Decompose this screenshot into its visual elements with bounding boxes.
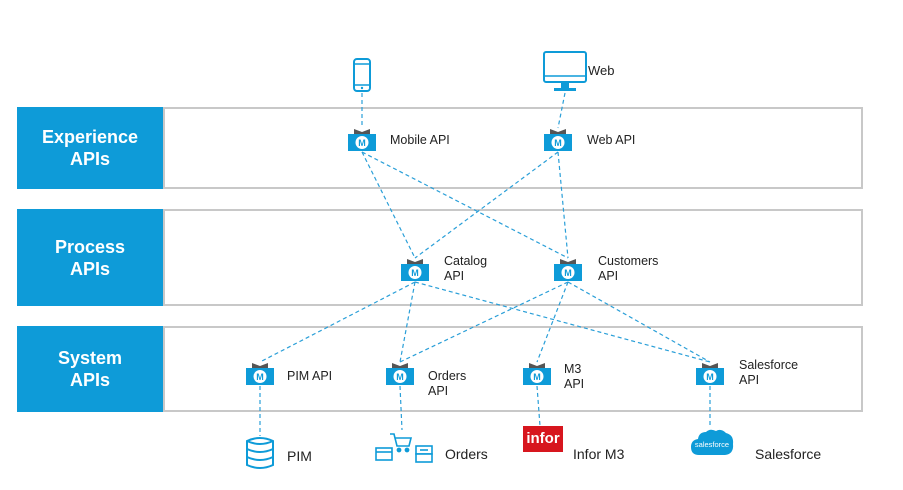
process-apis-label: Process APIs [17, 209, 163, 306]
svg-text:M: M [533, 372, 541, 382]
catalog-api-label: Catalog API [444, 254, 488, 283]
connector-web-catalog [414, 151, 559, 259]
connector-orders-system [399, 385, 403, 431]
mule-api-icon: M [401, 259, 429, 281]
desktop-monitor-icon [543, 51, 587, 91]
connector-mobile-catalog [361, 151, 416, 259]
mule-api-icon: M [386, 363, 414, 385]
salesforce-api-label: Salesforce API [739, 358, 799, 387]
web-consumer-label: Web [588, 63, 615, 78]
infor-m3-system-label: Infor M3 [573, 446, 625, 462]
svg-text:M: M [396, 372, 404, 382]
mule-api-icon: M [348, 129, 376, 151]
mule-api-icon: M [696, 363, 724, 385]
experience-layer-band [163, 107, 863, 189]
pim-api-label: PIM API [287, 369, 333, 383]
salesforce-system-label: Salesforce [755, 446, 822, 462]
connector-web-web-api [557, 92, 566, 129]
connector-catalog-orders [399, 281, 416, 363]
connector-customers-orders [399, 281, 569, 363]
m3-api-label: M3 API [564, 362, 585, 391]
mule-api-icon: M [544, 129, 572, 151]
customers-api-label: Customers API [598, 254, 659, 283]
orders-api-label: Orders API [428, 369, 467, 398]
mobile-api-label: Mobile API [390, 133, 450, 147]
svg-text:M: M [256, 372, 264, 382]
svg-text:M: M [411, 268, 419, 278]
svg-text:M: M [358, 138, 366, 148]
system-apis-label: System APIs [17, 326, 163, 412]
connector-catalog-pim [259, 281, 416, 363]
orders-system-label: Orders [445, 446, 488, 462]
system-layer-band [163, 326, 863, 412]
svg-text:M: M [554, 138, 562, 148]
smartphone-icon [353, 58, 371, 92]
mule-api-icon: M [554, 259, 582, 281]
experience-apis-label: Experience APIs [17, 107, 163, 189]
database-icon [246, 437, 274, 469]
process-layer-band [163, 209, 863, 306]
pim-system-label: PIM [287, 448, 312, 464]
infor-logo-icon: infor [523, 426, 563, 452]
connector-customers-salesforce [567, 281, 711, 363]
svg-text:M: M [706, 372, 714, 382]
web-api-label: Web API [587, 133, 636, 147]
shopping-cart-boxes-icon [375, 433, 433, 463]
salesforce-cloud-icon: salesforce [691, 429, 734, 455]
connector-customers-m3 [536, 281, 569, 363]
connector-mobile-customers [361, 151, 569, 259]
connector-catalog-salesforce [414, 281, 711, 363]
mule-api-icon: M [523, 363, 551, 385]
connector-web-customers [557, 151, 569, 259]
svg-text:salesforce: salesforce [695, 440, 729, 449]
mule-api-icon: M [246, 363, 274, 385]
connector-m3-infor [536, 385, 541, 427]
svg-text:M: M [564, 268, 572, 278]
